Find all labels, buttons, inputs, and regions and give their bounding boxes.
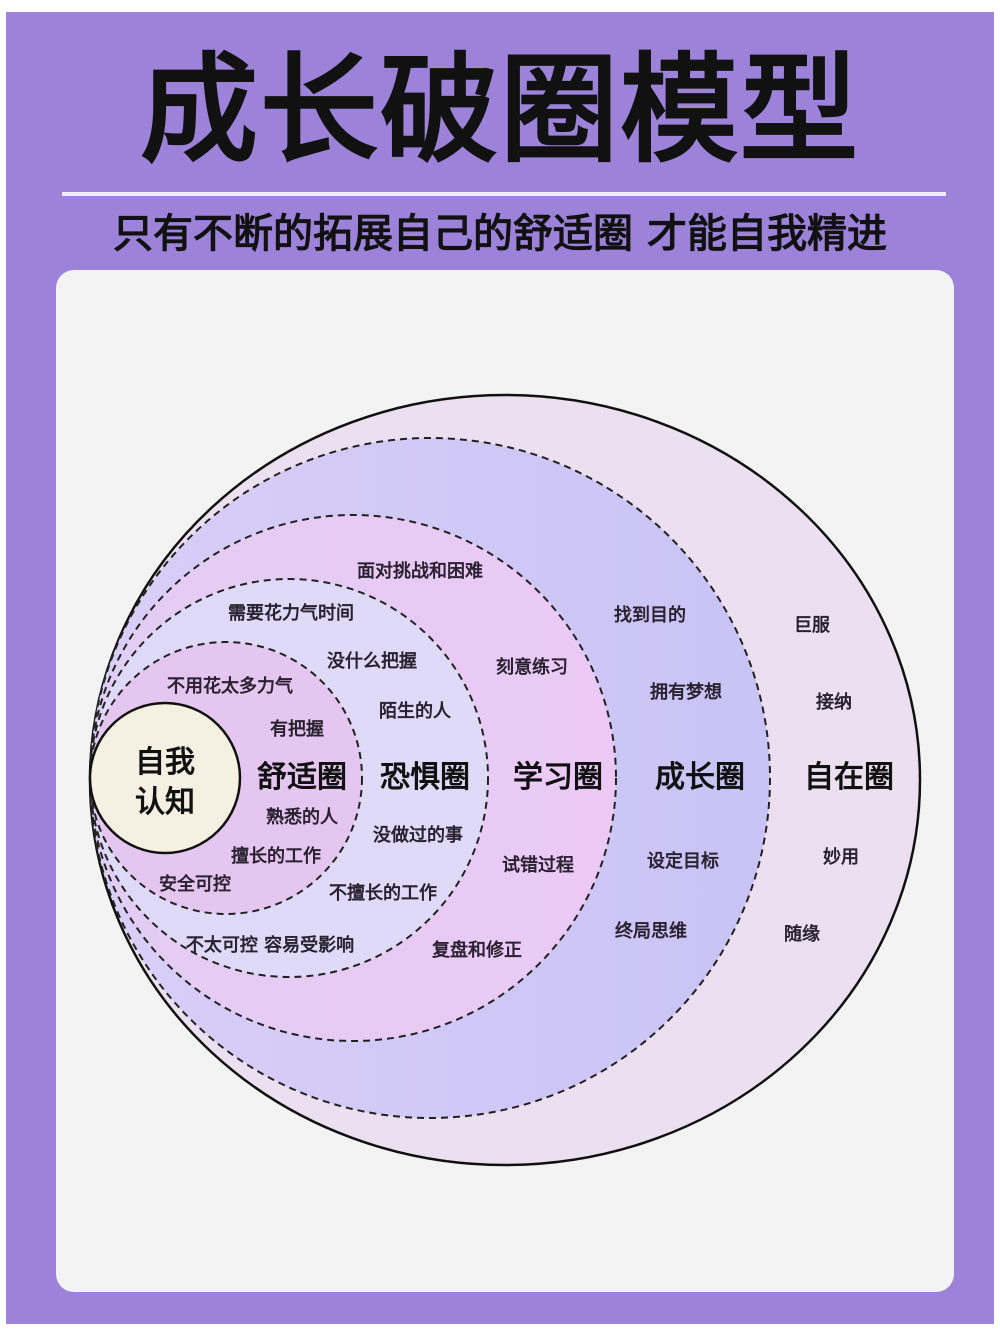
growth-item: 拥有梦想 [650,681,722,703]
self-label-2: 认知 [135,785,195,820]
page-title: 成长破圈模型 [139,41,860,179]
growth-item: 设定目标 [647,850,719,872]
self-circle [88,701,242,855]
self-label-1: 自我 [135,745,195,780]
comfort-item: 安全可控 [159,873,231,895]
growth-item: 找到目的 [614,604,686,626]
learning-item: 试错过程 [502,854,574,876]
learning-item: 面对挑战和困难 [357,560,483,582]
divider [62,192,946,196]
fear-item: 需要花力气时间 [228,602,354,624]
comfort-item: 不用花太多力气 [167,675,293,697]
comfort-item: 熟悉的人 [266,806,339,828]
fear-item: 没什么把握 [327,650,417,672]
comfort-item: 擅长的工作 [231,845,321,867]
comfort-item: 有把握 [270,718,324,740]
freedom-item: 随缘 [784,923,820,945]
comfort-zone-label: 舒适圈 [257,760,347,795]
learning-zone-label: 学习圈 [513,760,603,795]
fear-item: 没做过的事 [373,824,463,846]
freedom-zone-label: 自在圈 [804,760,894,795]
growth-item: 终局思维 [615,920,687,942]
page-subtitle: 只有不断的拓展自己的舒适圈 才能自我精进 [113,211,887,257]
freedom-item: 妙用 [823,846,859,868]
fear-zone-label: 恐惧圈 [380,760,470,795]
freedom-item: 巨服 [794,615,831,636]
fear-item: 陌生的人 [379,700,452,722]
fear-item: 不擅长的工作 [329,882,437,904]
learning-item: 复盘和修正 [431,939,522,961]
growth-zone-label: 成长圈 [655,760,745,795]
fear-item: 不太可控 容易受影响 [186,934,354,956]
freedom-item: 接纳 [816,691,852,713]
learning-item: 刻意练习 [496,656,568,678]
